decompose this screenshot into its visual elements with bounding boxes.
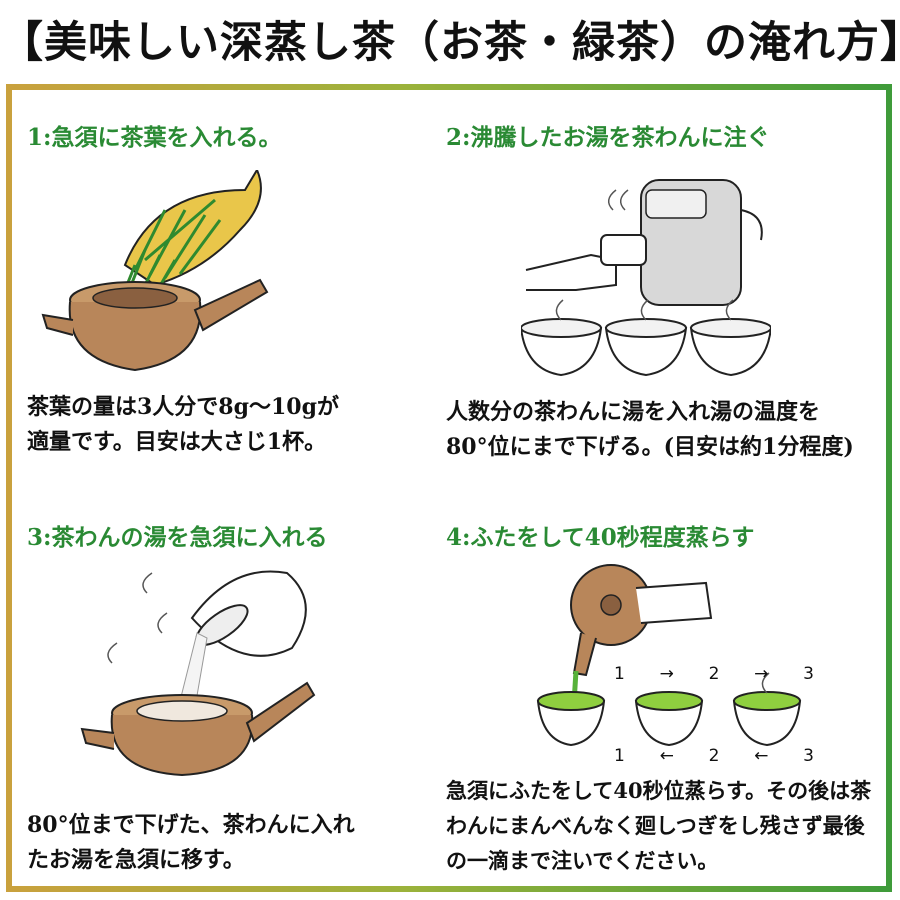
desc-line: わんにまんべんなく廻しつぎをし残さず最後 bbox=[446, 813, 865, 838]
arrow-left-icon: ← bbox=[754, 746, 769, 766]
arrow-right-icon: → bbox=[754, 664, 769, 684]
page-title: 【美味しい深蒸し茶（お茶・緑茶）の淹れ方】 bbox=[0, 18, 900, 68]
arrow-left-icon: ← bbox=[659, 746, 674, 766]
step-3: 3:茶わんの湯を急須に入れる 80°位まで下げた、茶わんに入れ たお湯を急須に移… bbox=[27, 518, 447, 878]
pour-order-label: 2 bbox=[708, 664, 720, 684]
arrow-right-icon: → bbox=[659, 664, 674, 684]
desc-line: 適量です。目安は大さじ1杯。 bbox=[27, 429, 327, 455]
desc-line: 80°位にまで下げる。(目安は約1分程度) bbox=[446, 434, 854, 460]
step-3-title: 3:茶わんの湯を急須に入れる bbox=[27, 524, 328, 551]
step-2: 2:沸騰したお湯を茶わんに注ぐ 人数分の茶わんに湯を入れ湯の温度を 80°位にま… bbox=[446, 118, 886, 478]
pour-order-top: 1 → 2 → 3 bbox=[614, 664, 814, 684]
desc-line: 人数分の茶わんに湯を入れ湯の温度を bbox=[446, 399, 821, 425]
desc-line: 茶葉の量は3人分で8g～10gが bbox=[27, 394, 339, 420]
pour-order-label: 3 bbox=[803, 746, 814, 766]
step-2-title: 2:沸騰したお湯を茶わんに注ぐ bbox=[446, 124, 770, 151]
step-1: 1:急須に茶葉を入れる。 茶葉の量は3人分で8g～10gが 適量です。目安は大さ… bbox=[27, 118, 447, 478]
desc-line: 急須にふたをして40秒位蒸らす。その後は茶 bbox=[446, 778, 872, 803]
desc-line: 80°位まで下げた、茶わんに入れ bbox=[27, 812, 355, 838]
step-4: 4:ふたをして40秒程度蒸らす 1 → 2 → 3 1 ← 2 ← 3 急須にふ… bbox=[446, 518, 886, 888]
step-1-title: 1:急須に茶葉を入れる。 bbox=[27, 124, 282, 151]
teapot-with-tea-leaves-icon bbox=[41, 170, 269, 372]
hot-water-pot-and-cups-icon bbox=[521, 179, 771, 377]
pour-order-label: 3 bbox=[803, 664, 814, 684]
step-3-description: 80°位まで下げた、茶わんに入れ たお湯を急須に移す。 bbox=[27, 808, 355, 878]
pour-order-label: 1 bbox=[614, 746, 625, 766]
pouring-tea-into-cups-icon bbox=[536, 564, 802, 747]
step-1-description: 茶葉の量は3人分で8g～10gが 適量です。目安は大さじ1杯。 bbox=[27, 390, 339, 460]
desc-line: たお湯を急須に移す。 bbox=[27, 847, 245, 873]
desc-line: の一滴まで注いでください。 bbox=[446, 848, 719, 873]
pouring-water-into-teapot-icon bbox=[80, 570, 316, 777]
step-4-description: 急須にふたをして40秒位蒸らす。その後は茶 わんにまんべんなく廻しつぎをし残さず… bbox=[446, 773, 871, 878]
pour-order-label: 2 bbox=[708, 746, 720, 766]
step-2-description: 人数分の茶わんに湯を入れ湯の温度を 80°位にまで下げる。(目安は約1分程度) bbox=[446, 395, 854, 465]
pour-order-label: 1 bbox=[614, 664, 625, 684]
pour-order-bottom: 1 ← 2 ← 3 bbox=[614, 746, 814, 766]
step-4-title: 4:ふたをして40秒程度蒸らす bbox=[446, 524, 755, 551]
